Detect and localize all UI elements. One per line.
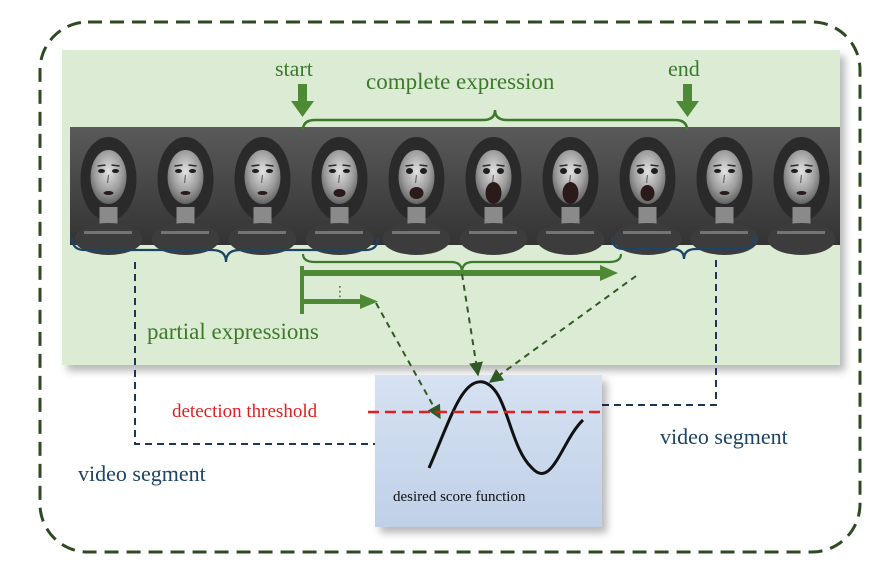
- start-label: start: [275, 56, 313, 81]
- face-frame: [455, 127, 532, 255]
- start-arrow: [291, 84, 314, 117]
- complete-expression-label: complete expression: [366, 69, 555, 94]
- face-frame: [147, 127, 224, 255]
- left-segment-connector: [134, 262, 430, 451]
- offset-to-curve-connector: [488, 275, 637, 383]
- face-frame: [609, 127, 686, 255]
- video-frames-strip: [70, 127, 840, 255]
- end-label: end: [668, 56, 700, 81]
- face-frame: [763, 127, 840, 255]
- score-function-box: [375, 375, 602, 527]
- outer-dashed-border: [38, 20, 862, 554]
- video-segment-label-left: video segment: [78, 461, 206, 486]
- face-frame: [224, 127, 301, 255]
- face-frame: [378, 127, 455, 255]
- video-segment-brace-right: [610, 236, 756, 260]
- video-segment-label-right: video segment: [660, 424, 788, 449]
- score-curve: [427, 380, 585, 475]
- detection-threshold-label: detection threshold: [172, 401, 318, 422]
- partial-expressions-label: partial expressions: [147, 319, 319, 344]
- end-arrow: [676, 84, 699, 117]
- face-frame: [70, 127, 147, 255]
- complete-expression-brace: [301, 109, 689, 131]
- desired-score-function-label: desired score function: [393, 489, 526, 505]
- face-frame: [532, 127, 609, 255]
- partial-dots: ⋮: [333, 284, 347, 300]
- video-segment-brace-left: [70, 236, 380, 263]
- partial-expression-arrows: [300, 265, 618, 314]
- face-frame: [301, 127, 378, 255]
- face-frame: [686, 127, 763, 255]
